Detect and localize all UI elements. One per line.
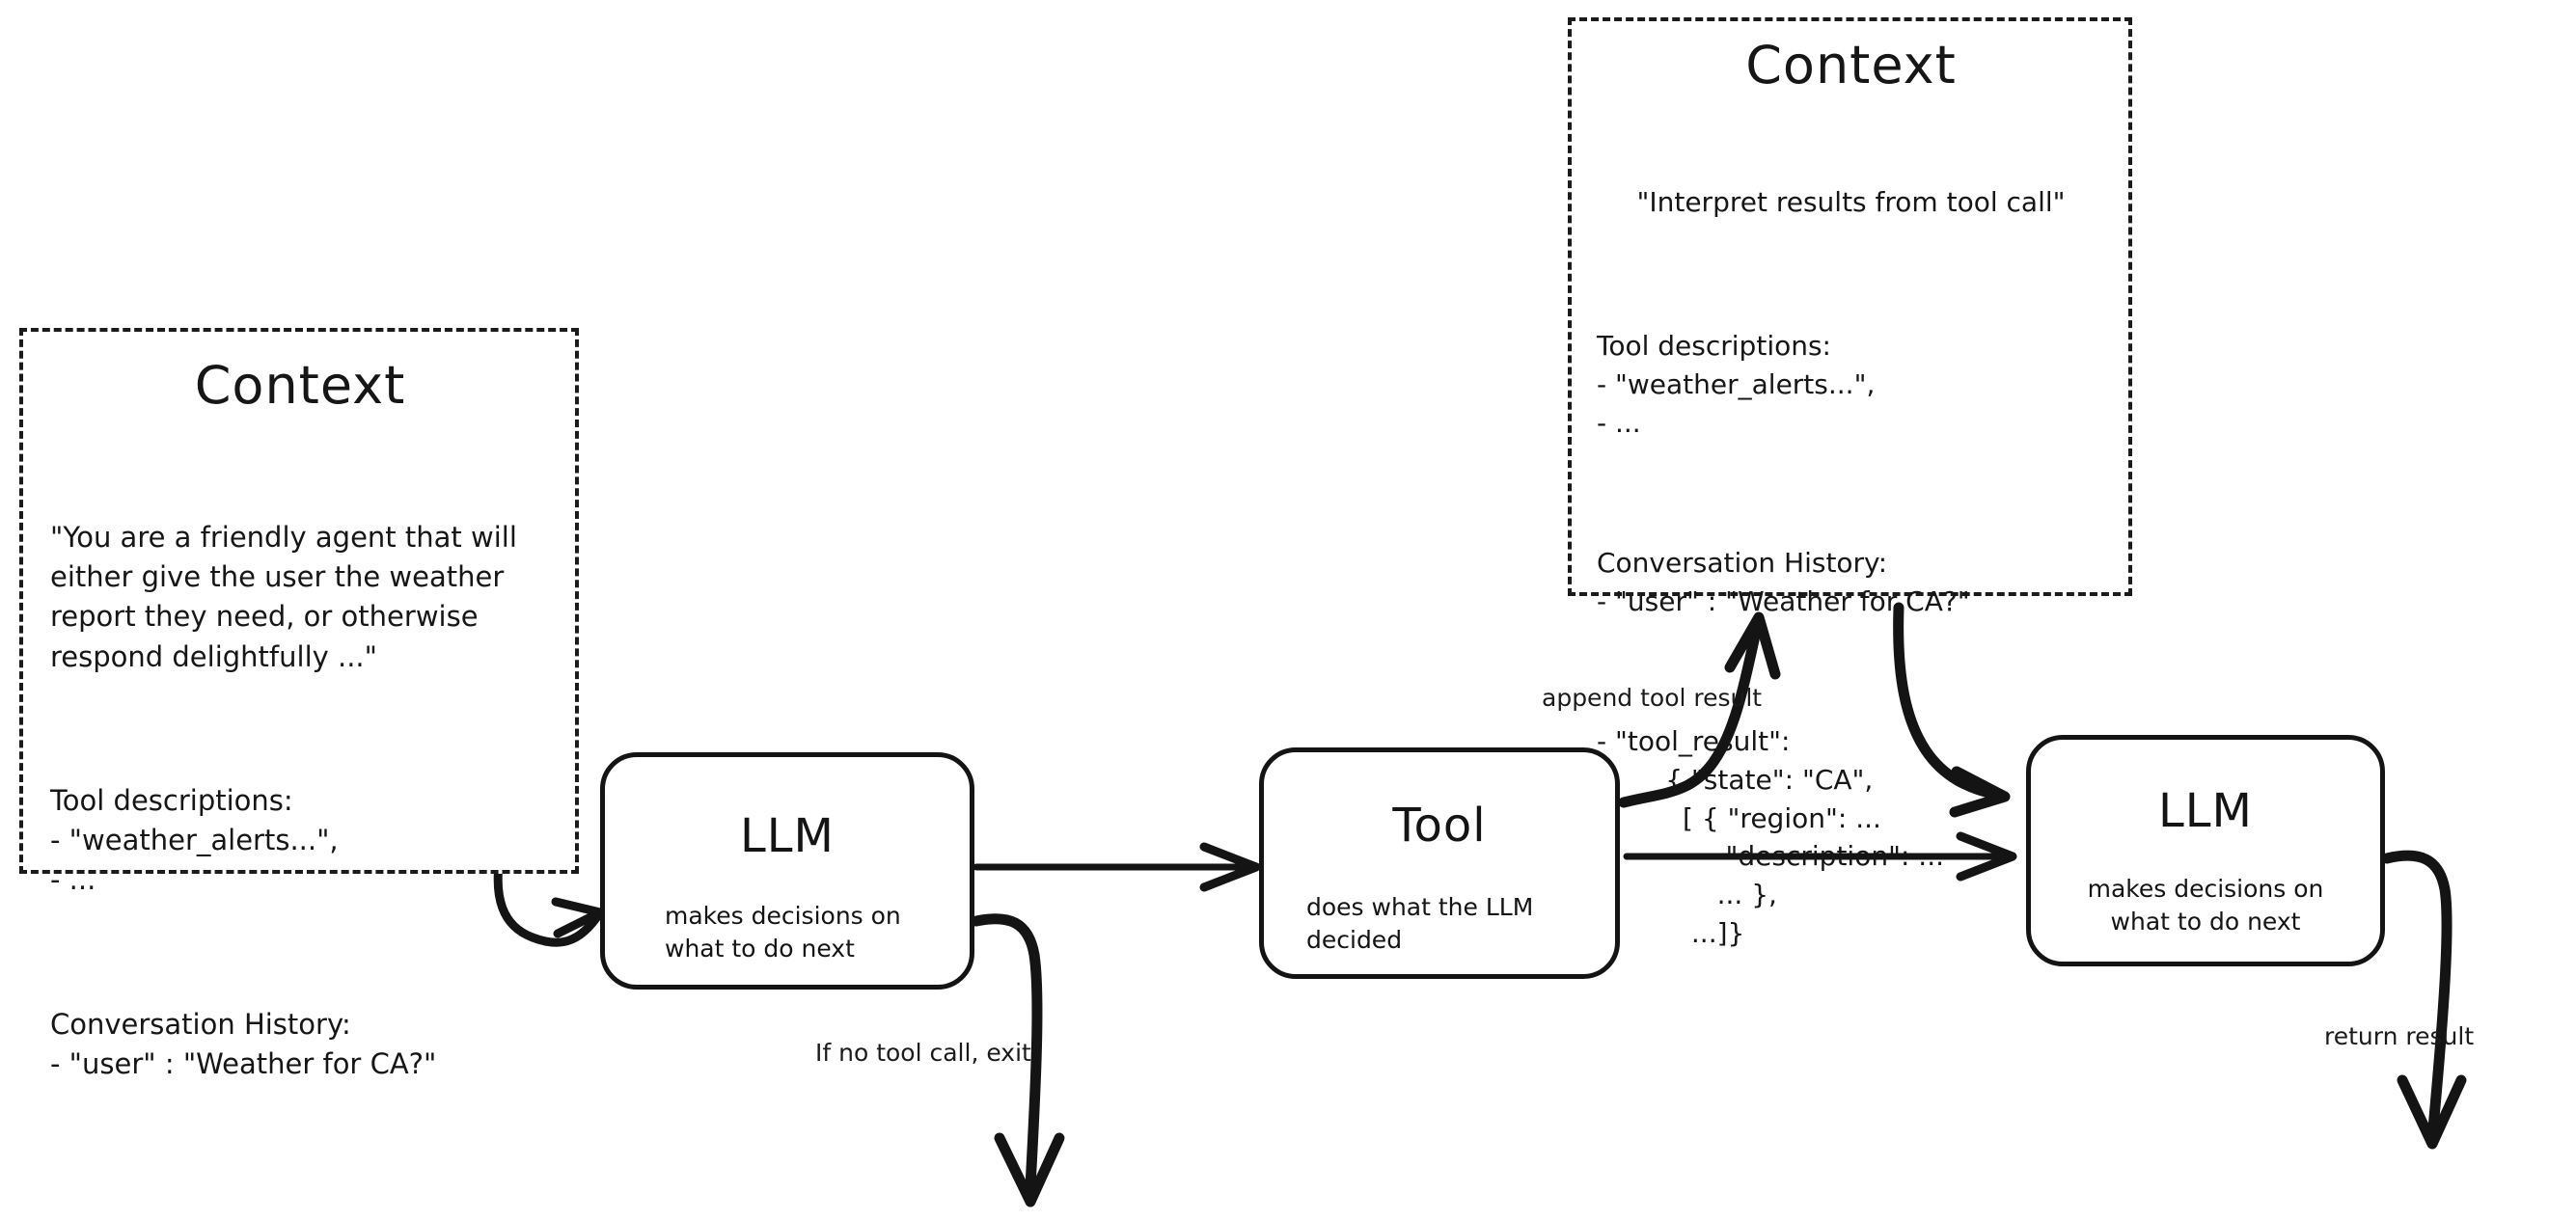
context-right-body: "Interpret results from tool call" Tool … [1597, 107, 2105, 1030]
context-left-title: Context [194, 355, 406, 416]
edge-label-return-result: return result [2324, 1022, 2475, 1050]
context-right-tool-result: - "tool_result": { "state": "CA", [ { "r… [1597, 725, 1944, 949]
context-left-tool-descriptions: Tool descriptions: - "weather_alerts..."… [50, 784, 339, 897]
node-tool[interactable]: Tool does what the LLM decided [1259, 747, 1620, 979]
arrow-llm-exit-head [994, 1132, 1065, 1207]
arrow-llm-to-tool-head [1199, 842, 1261, 892]
node-tool-subtitle: does what the LLM decided [1306, 893, 1534, 954]
arrow-llm2-return [2381, 850, 2453, 1134]
edge-label-append-tool-result: append tool result [1542, 684, 1763, 712]
edge-label-if-no-tool-call-exit: If no tool call, exit [815, 1039, 1031, 1067]
context-left-system-prompt: "You are a friendly agent that will eith… [50, 521, 517, 673]
arrow-llm2-return-head [2397, 1074, 2467, 1150]
node-llm-first[interactable]: LLM makes decisions on what to do next [600, 752, 974, 990]
node-llm-second[interactable]: LLM makes decisions on what to do next [2026, 735, 2385, 966]
node-llm-second-title: LLM [2158, 784, 2253, 838]
context-panel-right: Context "Interpret results from tool cal… [1568, 17, 2132, 949]
arrow-context-to-llm-head [551, 897, 605, 938]
context-left-body: "You are a friendly agent that will eith… [50, 439, 550, 1164]
node-llm-second-subtitle: makes decisions on what to do next [2087, 875, 2324, 936]
context-right-system-prompt: "Interpret results from tool call" [1636, 186, 2066, 219]
context-left-conversation-history: Conversation History: - "user" : "Weathe… [50, 1007, 437, 1081]
context-right-tool-descriptions: Tool descriptions: - "weather_alerts..."… [1597, 330, 1876, 439]
context-right-title: Context [1745, 35, 1957, 95]
node-llm-first-subtitle: makes decisions on what to do next [665, 902, 901, 963]
context-panel-left: Context "You are a friendly agent that w… [19, 328, 579, 1080]
context-right-conversation-history: Conversation History: - "user" : "Weathe… [1597, 547, 1970, 617]
node-llm-first-title: LLM [740, 809, 835, 863]
node-tool-title: Tool [1392, 799, 1487, 853]
